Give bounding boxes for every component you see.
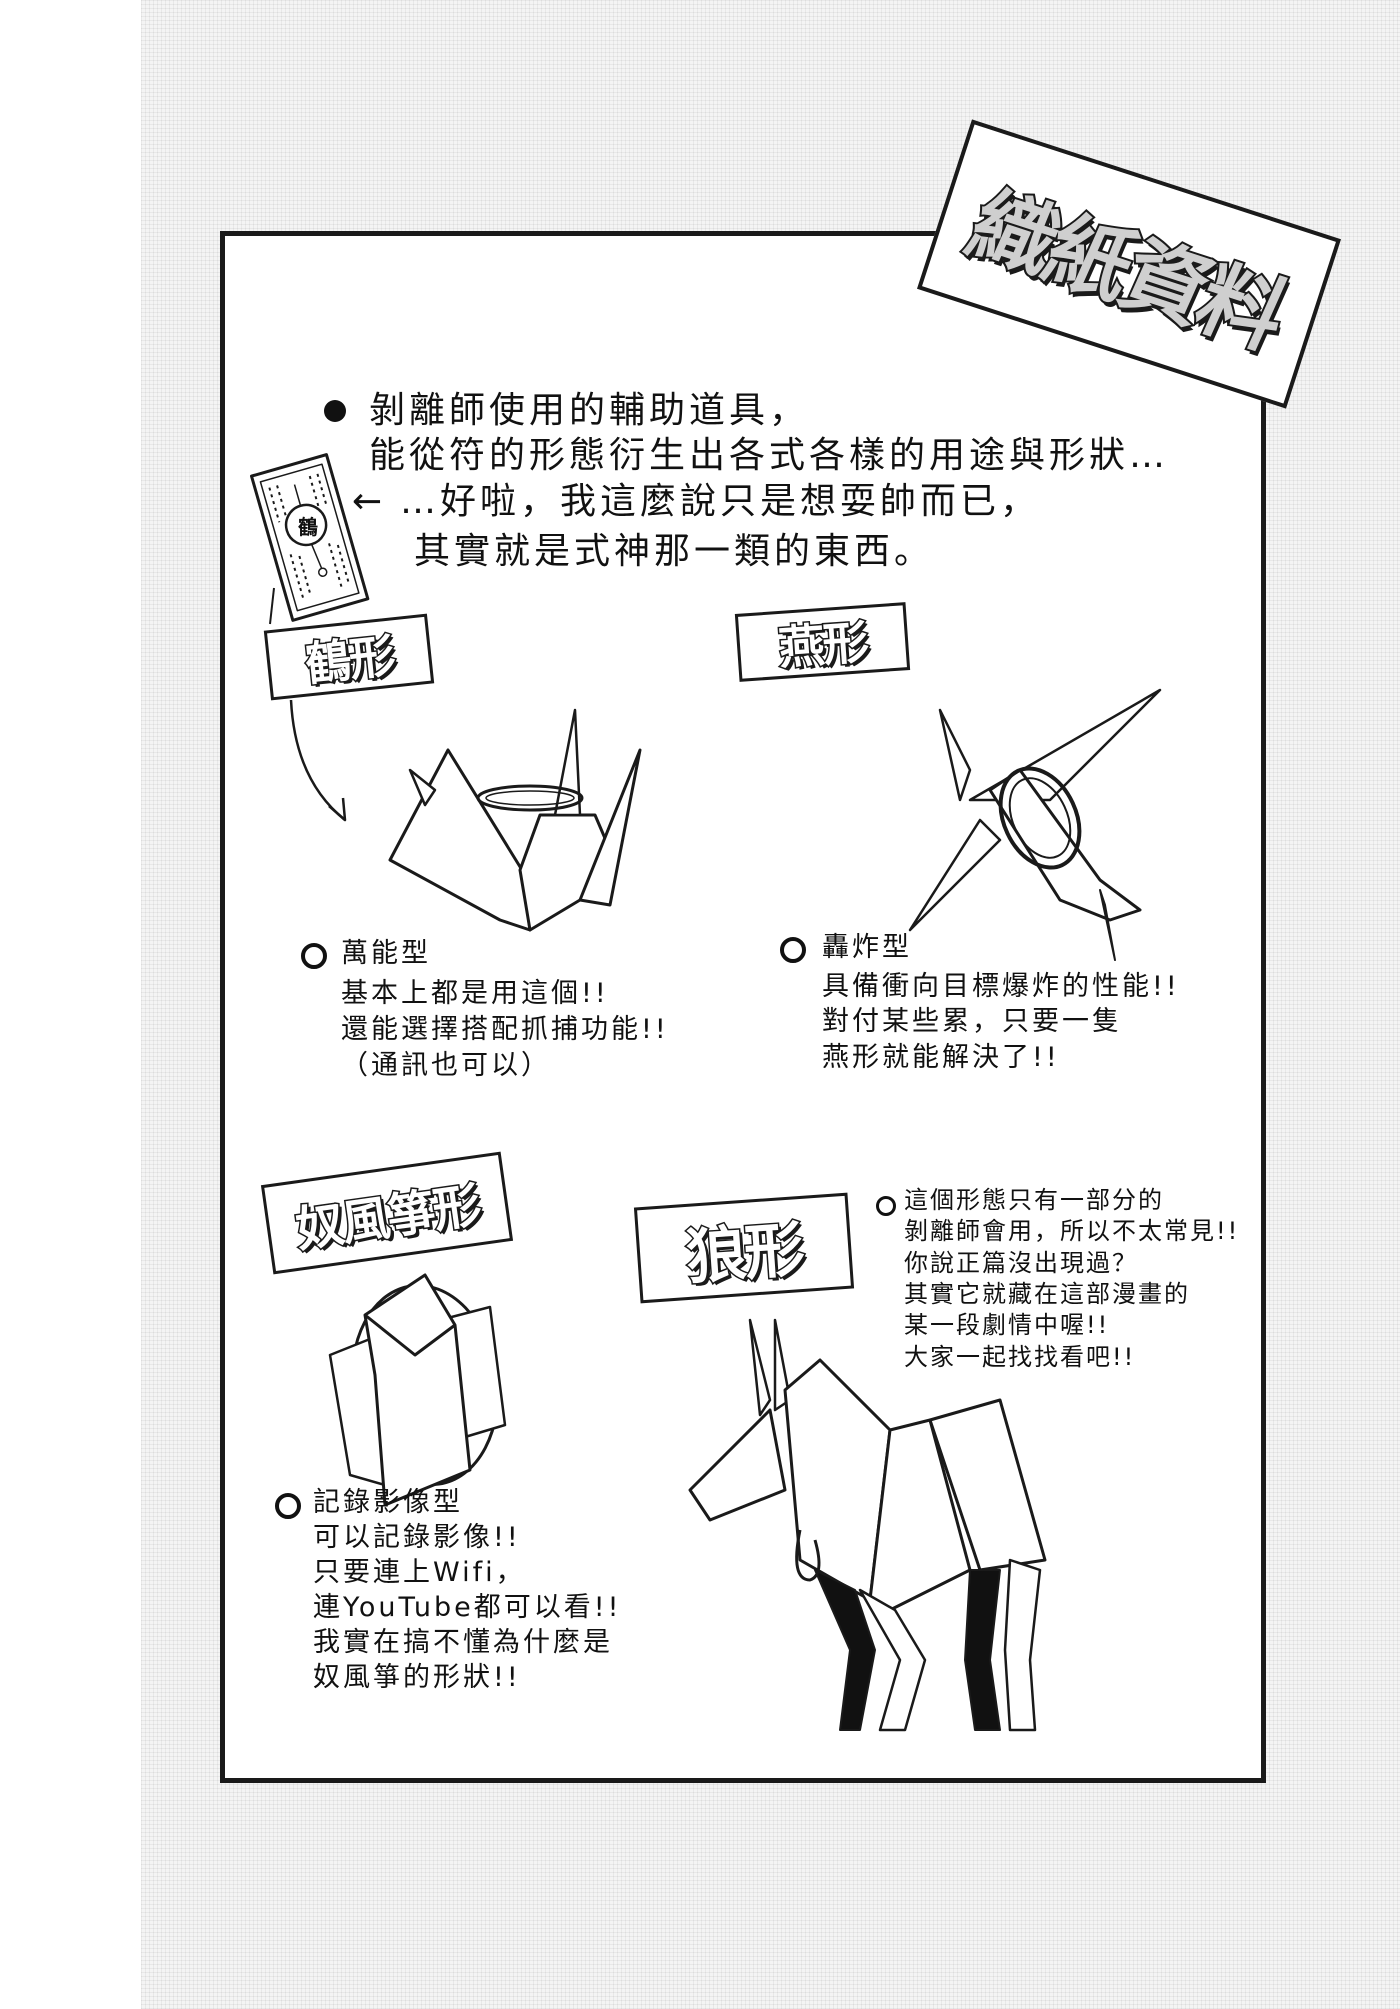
intro-line-1: 剝離師使用的輔助道具，: [369, 390, 810, 431]
crane-desc-1: 基本上都是用這個!!: [341, 978, 609, 1009]
intro-line-4: 其實就是式神那一類的東西。: [414, 531, 935, 572]
wolf-desc-1: 這個形態只有一部分的: [904, 1186, 1164, 1214]
label-swallow-form: 燕形: [734, 602, 911, 682]
origami-crane-icon: [388, 708, 642, 932]
bullet-ring-icon: [780, 937, 806, 963]
kite-desc-3: 連YouTube都可以看!!: [313, 1592, 622, 1623]
kite-desc-1: 可以記錄影像!!: [313, 1522, 521, 1553]
arrow-left-icon: ←: [352, 481, 387, 522]
wolf-desc-6: 大家一起找找看吧!!: [904, 1343, 1136, 1371]
label-wolf-form: 狼形: [633, 1192, 855, 1304]
bullet-ring-icon: [301, 943, 327, 969]
wolf-desc-4: 其實它就藏在這部漫畫的: [904, 1280, 1190, 1308]
bullet-ring-icon: [275, 1493, 301, 1519]
origami-kite-icon: [328, 1273, 507, 1507]
content-panel: [220, 231, 1266, 1783]
swallow-desc-1: 具備衝向目標爆炸的性能!!: [822, 971, 1180, 1002]
wolf-desc-2: 剝離師會用，所以不太常見!!: [904, 1217, 1240, 1245]
talisman-string: [269, 587, 275, 625]
bullet-dot-icon: [324, 400, 346, 422]
curved-arrow-icon: [289, 699, 347, 822]
talisman-icon: 鶴: [249, 453, 370, 622]
svg-text:鶴: 鶴: [298, 515, 318, 539]
bullet-ring-icon: [876, 1196, 896, 1216]
intro-line-2: 能從符的形態衍生出各式各樣的用途與形狀…: [369, 435, 1170, 476]
kite-type: 記錄影像型: [313, 1487, 463, 1518]
origami-swallow-icon: [908, 688, 1162, 961]
kite-desc-2: 只要連上Wifi，: [313, 1557, 526, 1588]
crane-desc-3: （通訊也可以）: [341, 1050, 551, 1081]
kite-desc-4: 我實在搞不懂為什麼是: [313, 1627, 613, 1658]
origami-wolf-icon: [688, 1318, 1047, 1732]
swallow-type: 轟炸型: [822, 932, 912, 963]
swallow-desc-2: 對付某些累，只要一隻: [822, 1006, 1122, 1037]
wolf-desc-3: 你說正篇沒出現過？: [904, 1249, 1138, 1277]
wolf-desc-5: 某一段劇情中喔!!: [904, 1311, 1110, 1339]
swallow-desc-3: 燕形就能解決了!!: [822, 1042, 1060, 1073]
kite-desc-5: 奴風箏的形狀!!: [313, 1662, 521, 1693]
crane-type: 萬能型: [341, 938, 431, 969]
intro-line-3: …好啦，我這麼說只是想耍帥而已，: [400, 481, 1041, 522]
crane-desc-2: 還能選擇搭配抓捕功能!!: [341, 1014, 669, 1045]
